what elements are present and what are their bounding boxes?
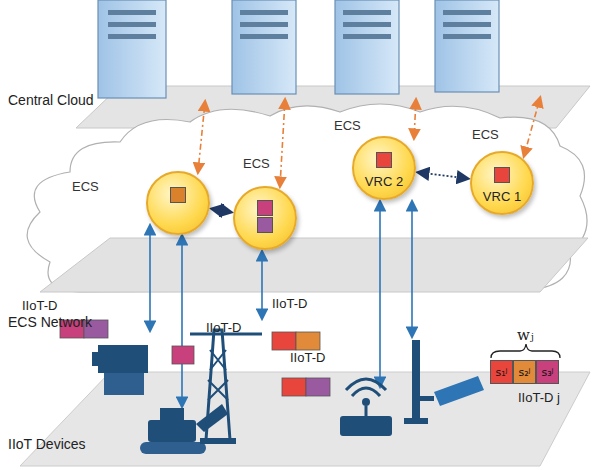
text-label: IIoT-D j [518,390,560,405]
vrc-node: ECSVRC 1 [470,151,534,215]
service-block [257,217,273,233]
node-label: VRC 1 [472,189,532,204]
text-label: IIoT-D [272,296,307,311]
text-label: wⱼ [517,326,534,344]
ecs-node: ECS [146,171,210,235]
text-label: IIoT Devices [8,436,86,452]
node-heading: ECS [72,179,99,194]
link-arrow [419,172,468,178]
service-block [170,187,186,203]
text-label: Central Cloud [8,92,94,108]
task-segment: s₃ʲ [536,360,559,384]
task-segment: s₁ʲ [490,360,513,384]
service-block [376,152,392,168]
node-heading: ECS [472,127,499,142]
node-heading: ECS [243,156,270,171]
task-segment: s₂ʲ [513,360,536,384]
segment-label: s₃ʲ [541,366,553,379]
service-block [494,167,510,183]
service-block [257,200,273,216]
text-label: IIoT-D [22,298,57,313]
text-label: ECS Network [8,314,92,330]
segment-label: s₁ʲ [495,366,507,379]
node-heading: ECS [334,118,361,133]
link-arrow [212,209,230,212]
ecs-node: ECS [233,186,297,250]
vrc-node: ECSVRC 2 [352,136,416,200]
text-label: IIoT-D [206,320,241,335]
node-label: VRC 2 [354,174,414,189]
segment-label: s₂ʲ [518,366,530,379]
text-label: IIoT-D [290,350,325,365]
